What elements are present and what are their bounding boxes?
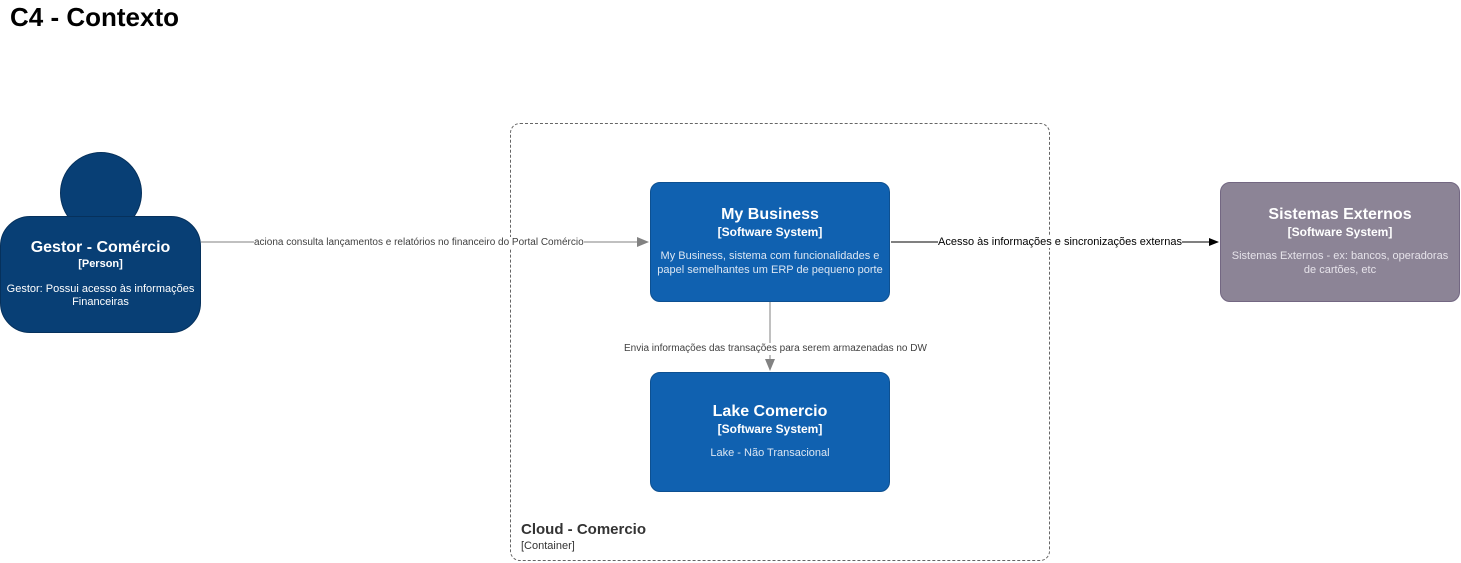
system-name: Sistemas Externos [1268, 206, 1412, 223]
system-type: [Software System] [717, 422, 823, 436]
system-name: My Business [721, 206, 819, 223]
system-sistemas-externos[interactable]: Sistemas Externos [Software System] Sist… [1220, 182, 1460, 302]
relation-label-person-business: aciona consulta lançamentos e relatórios… [254, 237, 584, 249]
system-lake-comercio[interactable]: Lake Comercio [Software System] Lake - N… [650, 372, 890, 492]
system-description: Sistemas Externos - ex: bancos, operador… [1231, 250, 1449, 276]
relation-label-business-external: Acesso às informações e sincronizações e… [938, 236, 1182, 248]
boundary-name: Cloud - Comercio [521, 521, 647, 538]
cloud-boundary[interactable]: Cloud - Comercio [Container] [510, 123, 1050, 561]
page-title: C4 - Contexto [10, 2, 179, 32]
system-my-business[interactable]: My Business [Software System] My Busines… [650, 182, 890, 302]
system-type: [Software System] [717, 225, 823, 239]
person-description: Gestor: Possui acesso às informações Fin… [6, 283, 195, 308]
system-description: My Business, sistema com funcionalidades… [657, 250, 883, 276]
system-name: Lake Comercio [712, 403, 828, 420]
relation-label-business-lake: Envia informações das transações para se… [624, 343, 927, 355]
person-gestor[interactable]: Gestor - Comércio [Person] Gestor: Possu… [0, 216, 201, 333]
person-type: [Person] [78, 258, 123, 270]
system-type: [Software System] [1287, 225, 1393, 239]
system-description: Lake - Não Transacional [710, 447, 830, 459]
person-name: Gestor - Comércio [30, 239, 171, 256]
boundary-type: [Container] [521, 540, 575, 552]
